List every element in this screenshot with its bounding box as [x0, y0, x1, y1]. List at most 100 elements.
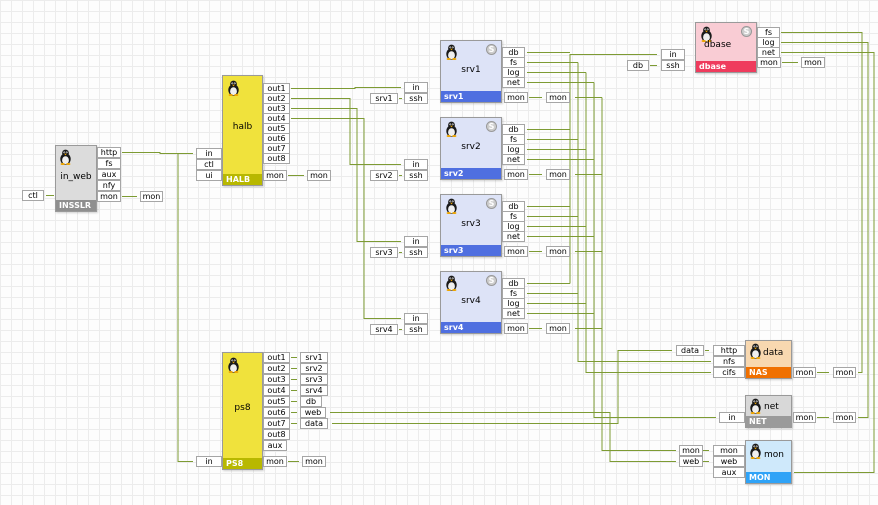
connector-db[interactable]: db [300, 396, 322, 407]
node-srv3[interactable]: S srv3 srv3 [440, 194, 502, 257]
node-bar: NAS [746, 367, 791, 378]
port-srv1-net[interactable]: net [502, 77, 525, 88]
node-dbase[interactable]: S dbase dbase [695, 22, 757, 73]
connector-srv4[interactable]: srv4 [300, 385, 328, 396]
port-nas-nfs[interactable]: nfs [713, 356, 745, 367]
connector-mon[interactable]: mon [833, 412, 856, 423]
port-srv2-in[interactable]: in [404, 159, 428, 170]
port-dbase-mon[interactable]: mon [757, 57, 781, 68]
port-srv4-mon[interactable]: mon [504, 323, 528, 334]
wire [781, 32, 863, 373]
node-bar: INSSLR [56, 200, 96, 211]
connector-srv4[interactable]: srv4 [370, 324, 398, 335]
connector-mon[interactable]: mon [546, 246, 570, 257]
port-halb-ctl[interactable]: ctl [196, 159, 222, 170]
port-nas-cifs[interactable]: cifs [713, 367, 745, 378]
wire [291, 98, 401, 165]
wire [332, 350, 672, 424]
port-dbase-ssh[interactable]: ssh [661, 60, 685, 71]
connector-srv3[interactable]: srv3 [370, 247, 398, 258]
connector-data[interactable]: data [300, 418, 328, 429]
port-inweb-mon[interactable]: mon [97, 191, 121, 202]
node-title: in_web [60, 172, 92, 182]
penguin-icon [750, 443, 761, 459]
port-srv4-ssh[interactable]: ssh [404, 324, 428, 335]
node-ps8[interactable]: ps8 PS8 [222, 352, 263, 470]
s-badge: S [486, 44, 497, 55]
port-srv1-in[interactable]: in [404, 82, 428, 93]
connector-mon[interactable]: mon [833, 367, 856, 378]
port-ps8-out3[interactable]: out3 [263, 374, 290, 385]
connector-mon[interactable]: mon [546, 323, 570, 334]
connector-db[interactable]: db [627, 60, 649, 71]
node-in-web[interactable]: in_web INSSLR [55, 145, 97, 212]
node-bar: PS8 [223, 458, 262, 469]
node-net[interactable]: net NET [745, 395, 792, 428]
port-halb-out8[interactable]: out8 [263, 153, 290, 164]
connector-mon[interactable]: mon [679, 445, 703, 456]
port-ps8-out4[interactable]: out4 [263, 385, 290, 396]
port-halb-in[interactable]: in [196, 148, 222, 159]
node-bar: NET [746, 416, 791, 427]
port-srv3-mon[interactable]: mon [504, 246, 528, 257]
node-title: mon [764, 450, 784, 460]
port-srv2-mon[interactable]: mon [504, 169, 528, 180]
connector-srv3[interactable]: srv3 [300, 374, 328, 385]
port-net-in[interactable]: in [719, 412, 745, 423]
port-ps8-in[interactable]: in [196, 456, 222, 467]
connector-mon[interactable]: mon [307, 170, 331, 181]
port-srv3-net[interactable]: net [502, 231, 525, 242]
port-ps8-out8[interactable]: out8 [263, 429, 290, 440]
node-mon[interactable]: mon MON [745, 440, 792, 484]
port-ps8-out2[interactable]: out2 [263, 363, 290, 374]
connector-mon[interactable]: mon [140, 191, 163, 202]
node-srv2[interactable]: S srv2 srv2 [440, 117, 502, 180]
connector-web[interactable]: web [679, 456, 703, 467]
port-inweb-aux[interactable]: aux [97, 169, 121, 180]
port-nas-mon[interactable]: mon [793, 367, 816, 378]
connector-srv1[interactable]: srv1 [370, 93, 398, 104]
port-mon-aux[interactable]: aux [713, 467, 745, 478]
port-mon-web[interactable]: web [713, 456, 745, 467]
port-dbase-in[interactable]: in [661, 49, 685, 60]
port-ps8-aux[interactable]: aux [263, 440, 287, 451]
port-halb-ui[interactable]: ui [196, 170, 222, 181]
connector-srv2[interactable]: srv2 [300, 363, 328, 374]
port-halb-mon[interactable]: mon [263, 170, 287, 181]
port-inweb-nfy[interactable]: nfy [97, 180, 121, 191]
node-srv4[interactable]: S srv4 srv4 [440, 271, 502, 334]
connector-ctl[interactable]: ctl [22, 190, 44, 201]
port-ps8-out1[interactable]: out1 [263, 352, 290, 363]
port-srv1-ssh[interactable]: ssh [404, 93, 428, 104]
port-srv4-net[interactable]: net [502, 308, 525, 319]
connector-mon[interactable]: mon [302, 456, 326, 467]
connector-data[interactable]: data [676, 345, 704, 356]
port-srv1-mon[interactable]: mon [504, 92, 528, 103]
connector-srv1[interactable]: srv1 [300, 352, 328, 363]
port-ps8-out6[interactable]: out6 [263, 407, 290, 418]
connector-mon[interactable]: mon [546, 92, 570, 103]
connector-srv2[interactable]: srv2 [370, 170, 398, 181]
node-halb[interactable]: halb HALB [222, 75, 263, 186]
port-srv3-ssh[interactable]: ssh [404, 247, 428, 258]
port-srv3-in[interactable]: in [404, 236, 428, 247]
connector-mon[interactable]: mon [801, 57, 825, 68]
connector-web[interactable]: web [300, 407, 326, 418]
port-srv2-net[interactable]: net [502, 154, 525, 165]
port-nas-http[interactable]: http [713, 345, 745, 356]
port-srv2-ssh[interactable]: ssh [404, 170, 428, 181]
port-ps8-out7[interactable]: out7 [263, 418, 290, 429]
port-srv4-in[interactable]: in [404, 313, 428, 324]
node-srv1[interactable]: S srv1 srv1 [440, 40, 502, 103]
port-inweb-http[interactable]: http [97, 147, 121, 158]
port-net-mon[interactable]: mon [793, 412, 816, 423]
port-inweb-fs[interactable]: fs [97, 158, 121, 169]
penguin-icon [60, 149, 71, 165]
port-ps8-out5[interactable]: out5 [263, 396, 290, 407]
port-ps8-mon[interactable]: mon [263, 456, 287, 467]
node-nas[interactable]: data NAS [745, 340, 792, 379]
wire [569, 54, 657, 284]
port-mon-mon[interactable]: mon [713, 445, 745, 456]
connector-mon[interactable]: mon [546, 169, 570, 180]
node-bar: srv3 [441, 245, 501, 256]
